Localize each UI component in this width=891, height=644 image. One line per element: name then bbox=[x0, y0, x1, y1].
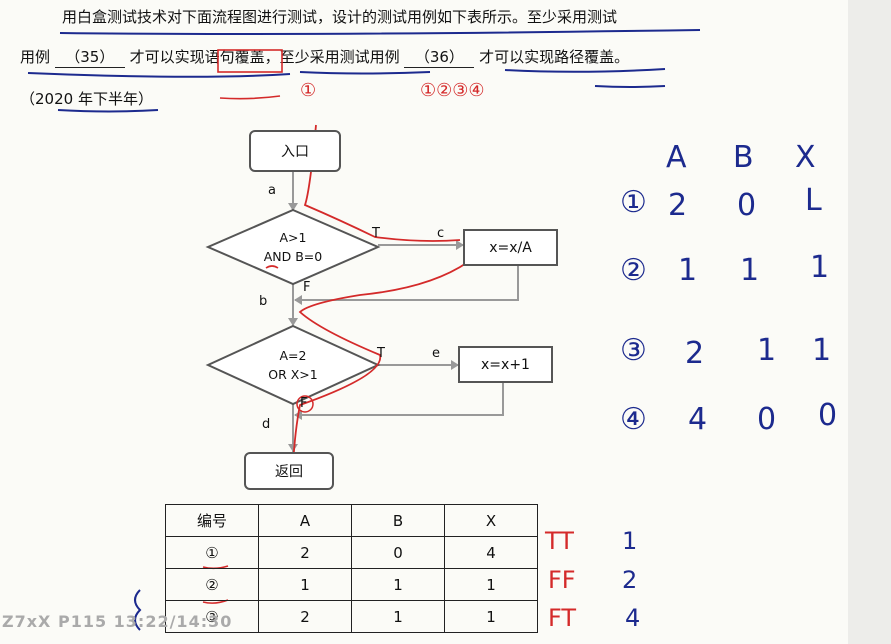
hand-row-4-x: 0 bbox=[818, 398, 838, 433]
table-cell: 2 bbox=[258, 536, 352, 569]
table-header-cell: 编号 bbox=[165, 504, 259, 537]
hand-side-tt-1: TT bbox=[545, 527, 574, 555]
table-cell: ① bbox=[165, 536, 259, 569]
blank-36: （36） bbox=[404, 46, 475, 68]
hand-row-1-a: 2 bbox=[668, 188, 688, 223]
hand-row-2-a: 1 bbox=[678, 253, 698, 288]
node-process-2-label: x=x+1 bbox=[481, 356, 530, 373]
hand-side-n-3: 4 bbox=[625, 604, 641, 632]
hand-row-1-b: 0 bbox=[737, 188, 757, 223]
table-row: ① 2 0 4 bbox=[165, 536, 538, 569]
edge-label-t1: T bbox=[372, 226, 380, 241]
question-text-a: 用例 bbox=[20, 48, 51, 66]
table-cell: 1 bbox=[351, 600, 445, 633]
edge-label-c: c bbox=[437, 226, 445, 241]
blank-35: （35） bbox=[54, 46, 125, 68]
table-cell: ③ bbox=[165, 600, 259, 633]
hand-row-1-no: ① bbox=[620, 185, 647, 220]
table-row: ② 1 1 1 bbox=[165, 568, 538, 601]
hand-side-tt-2: FF bbox=[548, 566, 576, 594]
hand-side-tt-3: FT bbox=[548, 604, 577, 632]
decision-2-text: A=2 OR X>1 bbox=[238, 346, 348, 384]
hand-row-4-no: ④ bbox=[620, 402, 647, 437]
hand-row-2-no: ② bbox=[620, 253, 647, 288]
edge-label-a: a bbox=[268, 183, 276, 198]
decision-2-line-2: OR X>1 bbox=[268, 367, 318, 382]
node-process-2: x=x+1 bbox=[458, 346, 553, 383]
watermark: Z7xX P115 13:22/14:30 bbox=[2, 612, 233, 631]
decision-1-text: A>1 AND B=0 bbox=[238, 228, 348, 266]
table-cell: 0 bbox=[351, 536, 445, 569]
hand-col-a: A bbox=[666, 140, 687, 175]
hand-row-3-b: 1 bbox=[757, 333, 777, 368]
edge-label-f2: F bbox=[300, 396, 308, 411]
node-start: 入口 bbox=[249, 130, 341, 172]
hand-row-2-b: 1 bbox=[740, 253, 760, 288]
side-panel bbox=[848, 0, 891, 644]
edge-label-d: d bbox=[262, 417, 271, 432]
table-cell: ② bbox=[165, 568, 259, 601]
table-cell: 1 bbox=[444, 568, 538, 601]
test-case-table: 编号 A B X ① 2 0 4 ② 1 1 1 ③ 2 1 1 bbox=[165, 504, 538, 633]
hand-side-n-1: 1 bbox=[622, 527, 638, 555]
node-end-label: 返回 bbox=[275, 464, 303, 480]
hand-answer-36: ①②③④ bbox=[420, 80, 485, 101]
node-start-label: 入口 bbox=[281, 144, 309, 160]
hand-row-4-a: 4 bbox=[688, 402, 708, 437]
table-row: ③ 2 1 1 bbox=[165, 600, 538, 633]
hand-row-2-x: 1 bbox=[810, 250, 830, 285]
decision-2 bbox=[205, 324, 381, 406]
edge-label-e: e bbox=[432, 346, 440, 361]
table-cell: 2 bbox=[258, 600, 352, 633]
table-header-cell: X bbox=[444, 504, 538, 537]
table-cell: 1 bbox=[444, 600, 538, 633]
table-cell: 1 bbox=[258, 568, 352, 601]
question-text-c: 才可以实现路径覆盖。 bbox=[479, 48, 630, 66]
decision-1-line-1: A>1 bbox=[279, 230, 307, 245]
hand-col-x: X bbox=[795, 140, 816, 175]
hand-answer-35: ① bbox=[300, 80, 317, 101]
hand-side-n-2: 2 bbox=[622, 566, 638, 594]
table-header-cell: A bbox=[258, 504, 352, 537]
decision-1-line-2: AND B=0 bbox=[263, 249, 323, 264]
hand-col-b: B bbox=[733, 140, 754, 175]
edge-label-f1: F bbox=[303, 280, 311, 295]
table-header-row: 编号 A B X bbox=[165, 504, 538, 537]
table-cell: 1 bbox=[351, 568, 445, 601]
node-process-1-label: x=x/A bbox=[489, 239, 532, 256]
hand-row-3-a: 2 bbox=[685, 336, 705, 371]
node-end: 返回 bbox=[244, 452, 334, 490]
table-cell: 4 bbox=[444, 536, 538, 569]
node-process-1: x=x/A bbox=[463, 229, 558, 266]
hand-row-3-no: ③ bbox=[620, 333, 647, 368]
decision-2-line-1: A=2 bbox=[279, 348, 307, 363]
hand-row-3-x: 1 bbox=[812, 333, 832, 368]
edge-label-b: b bbox=[259, 294, 268, 309]
hand-row-4-b: 0 bbox=[757, 402, 777, 437]
hand-row-1-x: L bbox=[805, 183, 822, 218]
edge-label-t2: T bbox=[377, 346, 385, 361]
table-header-cell: B bbox=[351, 504, 445, 537]
question-source: （2020 年下半年） bbox=[20, 90, 153, 108]
decision-1 bbox=[205, 208, 381, 286]
question-line-1: 用白盒测试技术对下面流程图进行测试，设计的测试用例如下表所示。至少采用测试 bbox=[62, 8, 618, 26]
